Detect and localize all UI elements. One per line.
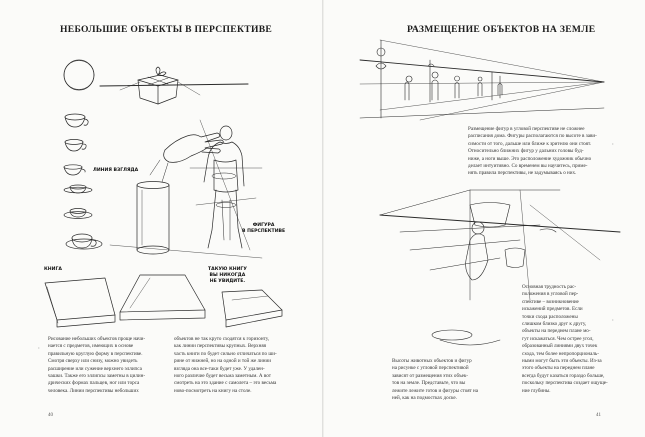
- text-line: ново-посмотреть на книгу на столе.: [174, 387, 252, 394]
- text-line: Относительно ближних фигур у дальних гол…: [468, 148, 584, 155]
- text-line: взгляда она все-таки будет уже. У удален…: [174, 365, 265, 372]
- text-line: тов на земле. Представьте, что вы: [392, 380, 466, 387]
- text-line: положения в угловой пер-: [522, 291, 579, 298]
- text-line: симости от того, дальше или ближе к зрит…: [468, 140, 592, 147]
- text-line: точки схода расположены: [522, 313, 578, 320]
- cylinder-sketch: [109, 181, 263, 259]
- text-line: схода, тем более непропорциональ-: [522, 350, 599, 357]
- text-line: Рисование небольших объектов проще начи-: [48, 336, 146, 342]
- figure-sketch: [189, 119, 263, 251]
- hand-sketch: [149, 132, 224, 183]
- text-line: часть книги по будет сильно отличаться п…: [174, 350, 277, 357]
- text-line: делает интуитивно. Со временем вы научит…: [468, 163, 588, 170]
- left-text-column-2: объектов не так круто сходятся к горизон…: [174, 336, 294, 395]
- gift-box-sketch: [99, 66, 249, 105]
- right-text-bottom: Высоты животных объектов и фигур на рису…: [392, 358, 488, 402]
- left-page-title: НЕБОЛЬШИЕ ОБЪЕКТЫ В ПЕРСПЕКТИВЕ: [60, 24, 273, 35]
- figure-label-line2: В ПЕРСПЕКТИВЕ: [242, 229, 286, 234]
- text-line: нять правила перспективы, не задумываясь…: [468, 170, 577, 177]
- margin-mark: ‹: [612, 318, 614, 323]
- cafe-scene-sketch: [379, 189, 621, 346]
- text-line: расписания дома. Фигуры располагаются по…: [468, 133, 597, 140]
- text-line: слишком близко друг к другу,: [522, 321, 587, 328]
- eye-line-label: ЛИНИЯ ВЗГЛЯДА: [93, 168, 139, 173]
- figure-perspective-label: ФИГУРА В ПЕРСПЕКТИВЕ: [242, 223, 285, 235]
- right-text-side: Основная трудность рас- положения в угло…: [522, 284, 614, 395]
- text-line: ниже, а ноги выше. Это расположение худо…: [468, 155, 592, 162]
- text-line: поскольку перспектива создает ощуще-: [522, 380, 608, 387]
- book-note-line2: ВЫ НИКОГДА: [209, 273, 246, 278]
- text-line: Основная трудность рас-: [522, 284, 577, 290]
- page-gutter: [322, 0, 324, 437]
- text-line: Высоты животных объектов и фигур: [392, 358, 472, 364]
- figure-label-line1: ФИГУРА: [252, 223, 275, 228]
- text-line: всегда будут казаться гораздо больше,: [522, 372, 605, 379]
- text-line: гут искажаться. Чем острее угол,: [522, 335, 594, 342]
- margin-mark: ›: [38, 346, 40, 351]
- text-line: искажений предметов. Если: [522, 306, 583, 313]
- right-page-title: РАЗМЕЩЕНИЕ ОБЪЕКТОВ НА ЗЕМЛЕ: [407, 24, 596, 35]
- book-note-line3: НЕ УВИДИТЕ.: [209, 279, 246, 284]
- text-line: на рисунке с угловой перспективой: [392, 365, 469, 372]
- text-line: лежите лежите готов и фигуры стоят на: [392, 387, 479, 394]
- text-line: правильную круглую форму в перспективе.: [48, 350, 143, 357]
- left-text-column-1: Рисование небольших объектов проще начи-…: [48, 336, 166, 395]
- text-line: дрических формах пальцев, ног или торса: [48, 380, 140, 387]
- text-line: этого объекты на переднем плане: [522, 365, 595, 372]
- text-line: спективе – возникновение: [522, 298, 579, 305]
- text-line: ние глубины.: [522, 387, 551, 394]
- books-sketch: [44, 274, 283, 328]
- text-line: ней, как на подмостках доске.: [392, 395, 457, 402]
- sphere-sketch: [63, 59, 95, 91]
- text-line: расширение или сужение верхнего эллипса: [48, 365, 142, 372]
- text-line: рине от нижней, но на одной и той же лин…: [174, 358, 271, 365]
- text-line: зависят от размещения этих объек-: [392, 372, 469, 379]
- text-line: человека. Линии перспективы небольших: [48, 387, 139, 394]
- text-line: ными могут быть эти объекты. Из-за: [522, 358, 602, 365]
- street-scene-sketch: [359, 39, 605, 121]
- text-line: как линии перспективы крупных. Верхняя: [174, 343, 267, 350]
- text-line: Смотря сверху или снизу, можно увидеть: [48, 358, 138, 365]
- book-note-line1: ТАКУЮ КНИГУ: [208, 267, 247, 272]
- text-line: объекты на переднем плане мо-: [522, 328, 591, 335]
- right-page-number: 41: [596, 413, 601, 418]
- text-line: нается с предметов, имеющих в основе: [48, 343, 134, 350]
- text-line: объектов не так круто сходятся к горизон…: [174, 336, 270, 342]
- book-label: КНИГА: [44, 267, 62, 272]
- text-line: чашки. Также его эллипсы заметны в цилин…: [48, 373, 146, 380]
- text-line: смотреть на это здание с самолета – это …: [174, 380, 277, 387]
- text-line: Размещение фигур в угловой перспективе н…: [468, 126, 585, 132]
- text-line: образованный линиями двух точек: [522, 343, 598, 350]
- right-text-top: Размещение фигур в угловой перспективе н…: [468, 126, 608, 178]
- text-line: ного различие будет весьма заметным. А в…: [174, 373, 271, 380]
- cups-sketch: [63, 113, 103, 250]
- left-page-number: 40: [48, 413, 53, 418]
- margin-mark: ‹: [612, 142, 614, 147]
- book-note-label: ТАКУЮ КНИГУ ВЫ НИКОГДА НЕ УВИДИТЕ.: [208, 267, 247, 285]
